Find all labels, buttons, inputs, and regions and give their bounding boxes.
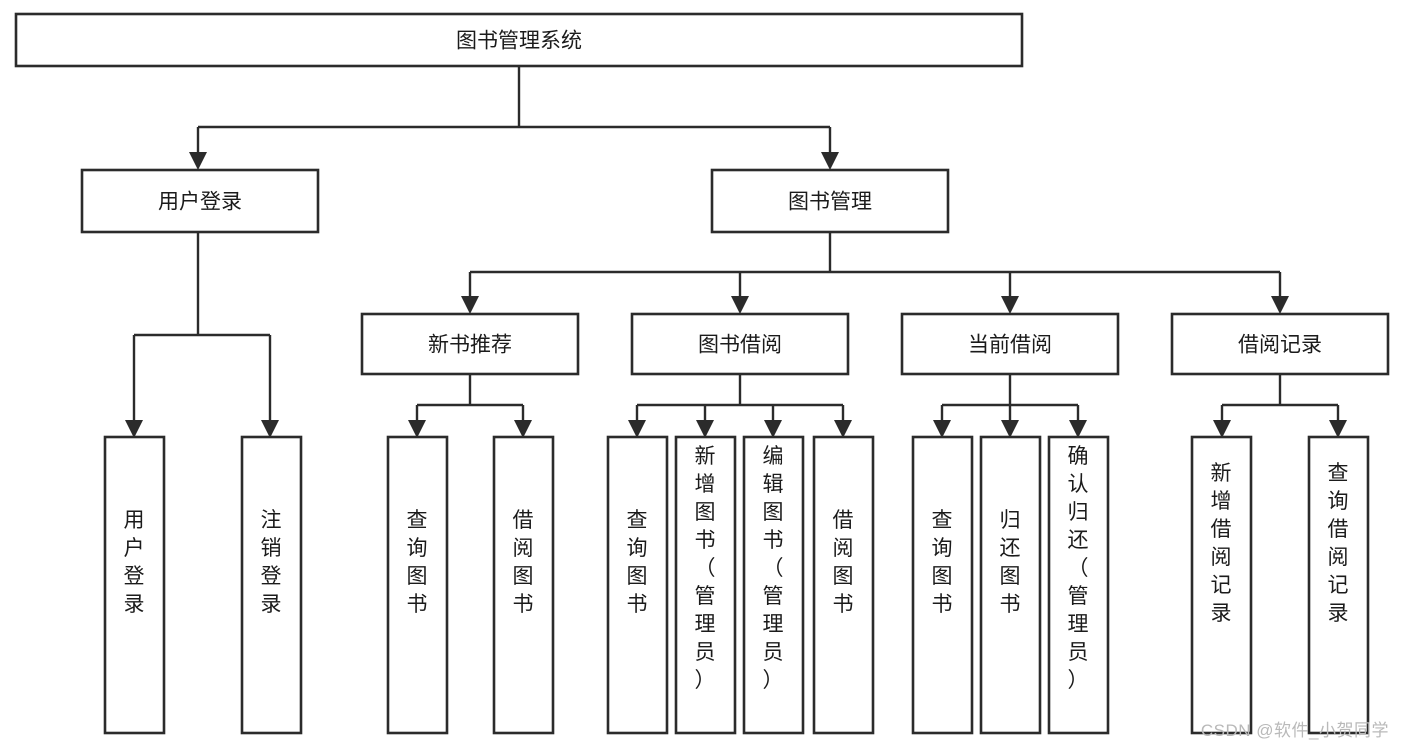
- arrow-to-leaf-borrow-book-2: [834, 420, 852, 438]
- arrow-to-leaf-borrow-book-1: [514, 420, 532, 438]
- node-leaf-add-record-label: 新增借阅记录: [1211, 462, 1232, 625]
- node-user-login-label: 用户登录: [158, 191, 242, 214]
- node-leaf-query-book-1-label: 查询图书: [407, 509, 428, 616]
- arrow-to-leaf-query-book-3: [933, 420, 951, 438]
- arrow-to-leaf-add-book: [696, 420, 714, 438]
- arrow-to-book-borrow: [731, 296, 749, 314]
- arrow-to-leaf-confirm-return: [1069, 420, 1087, 438]
- node-current-borrow[interactable]: 当前借阅: [900, 312, 1120, 376]
- node-root-label: 图书管理系统: [456, 30, 582, 53]
- node-leaf-query-book-2[interactable]: 查询图书: [606, 435, 669, 735]
- node-leaf-add-book[interactable]: 新增图书（管理员）: [674, 435, 737, 735]
- node-leaf-edit-book-label: 编辑图书（管理员）: [763, 445, 784, 692]
- node-borrow-record[interactable]: 借阅记录: [1170, 312, 1390, 376]
- node-leaf-edit-book[interactable]: 编辑图书（管理员）: [742, 435, 805, 735]
- arrow-to-leaf-logout-login: [261, 420, 279, 438]
- node-leaf-borrow-book-2-label: 借阅图书: [833, 509, 854, 616]
- node-book-management-label: 图书管理: [788, 191, 872, 214]
- node-book-borrow[interactable]: 图书借阅: [630, 312, 850, 376]
- node-leaf-borrow-book-1-label: 借阅图书: [513, 509, 534, 616]
- node-leaf-borrow-book-1[interactable]: 借阅图书: [492, 435, 555, 735]
- arrow-to-current-borrow: [1001, 296, 1019, 314]
- node-leaf-logout-login[interactable]: 注销登录: [240, 435, 303, 735]
- node-leaf-logout-login-label: 注销登录: [261, 509, 282, 616]
- node-leaf-return-book-label: 归还图书: [1000, 509, 1021, 616]
- arrow-to-leaf-user-login: [125, 420, 143, 438]
- node-leaf-add-book-label: 新增图书（管理员）: [695, 445, 716, 692]
- arrow-to-leaf-query-book-1: [408, 420, 426, 438]
- arrow-to-leaf-query-book-2: [628, 420, 646, 438]
- node-leaf-user-login-label: 用户登录: [124, 509, 145, 616]
- connector-root-to-level2: [189, 66, 839, 170]
- arrow-to-borrow-record: [1271, 296, 1289, 314]
- node-leaf-borrow-book-2[interactable]: 借阅图书: [812, 435, 875, 735]
- node-leaf-return-book[interactable]: 归还图书: [979, 435, 1042, 735]
- arrow-to-book-management: [821, 152, 839, 170]
- connector-current-borrow-to-leaves: [933, 374, 1087, 438]
- node-leaf-query-book-1[interactable]: 查询图书: [386, 435, 449, 735]
- node-current-borrow-label: 当前借阅: [968, 334, 1052, 357]
- connector-book-borrow-to-leaves: [628, 374, 852, 438]
- node-new-book-recommend-label: 新书推荐: [428, 334, 512, 357]
- node-borrow-record-label: 借阅记录: [1238, 334, 1322, 357]
- arrow-to-user-login: [189, 152, 207, 170]
- node-book-borrow-label: 图书借阅: [698, 334, 782, 357]
- node-leaf-query-book-3[interactable]: 查询图书: [911, 435, 974, 735]
- arrow-to-new-book-recommend: [461, 296, 479, 314]
- node-leaf-confirm-return-label: 确认归还（管理员）: [1068, 445, 1089, 692]
- arrow-to-leaf-add-record: [1213, 420, 1231, 438]
- node-root[interactable]: 图书管理系统: [14, 12, 1024, 68]
- node-new-book-recommend[interactable]: 新书推荐: [360, 312, 580, 376]
- arrow-to-leaf-edit-book: [764, 420, 782, 438]
- arrow-to-leaf-return-book: [1001, 420, 1019, 438]
- node-leaf-user-login[interactable]: 用户登录: [103, 435, 166, 735]
- node-user-login[interactable]: 用户登录: [80, 168, 320, 234]
- csdn-watermark: CSDN @软件_小贺同学: [1200, 721, 1389, 740]
- connector-new-book-recommend-to-leaves: [408, 374, 532, 438]
- connector-user-login-to-leaves: [125, 232, 279, 438]
- connector-borrow-record-to-leaves: [1213, 374, 1347, 438]
- node-leaf-query-record-label: 查询借阅记录: [1328, 462, 1349, 625]
- node-leaf-query-record[interactable]: 查询借阅记录: [1307, 435, 1370, 735]
- node-leaf-query-book-3-label: 查询图书: [932, 509, 953, 616]
- node-leaf-query-book-2-label: 查询图书: [627, 509, 648, 616]
- arrow-to-leaf-query-record: [1329, 420, 1347, 438]
- node-book-management[interactable]: 图书管理: [710, 168, 950, 234]
- connector-book-management-to-level3: [461, 232, 1289, 314]
- node-leaf-confirm-return[interactable]: 确认归还（管理员）: [1047, 435, 1110, 735]
- node-leaf-add-record[interactable]: 新增借阅记录: [1190, 435, 1253, 735]
